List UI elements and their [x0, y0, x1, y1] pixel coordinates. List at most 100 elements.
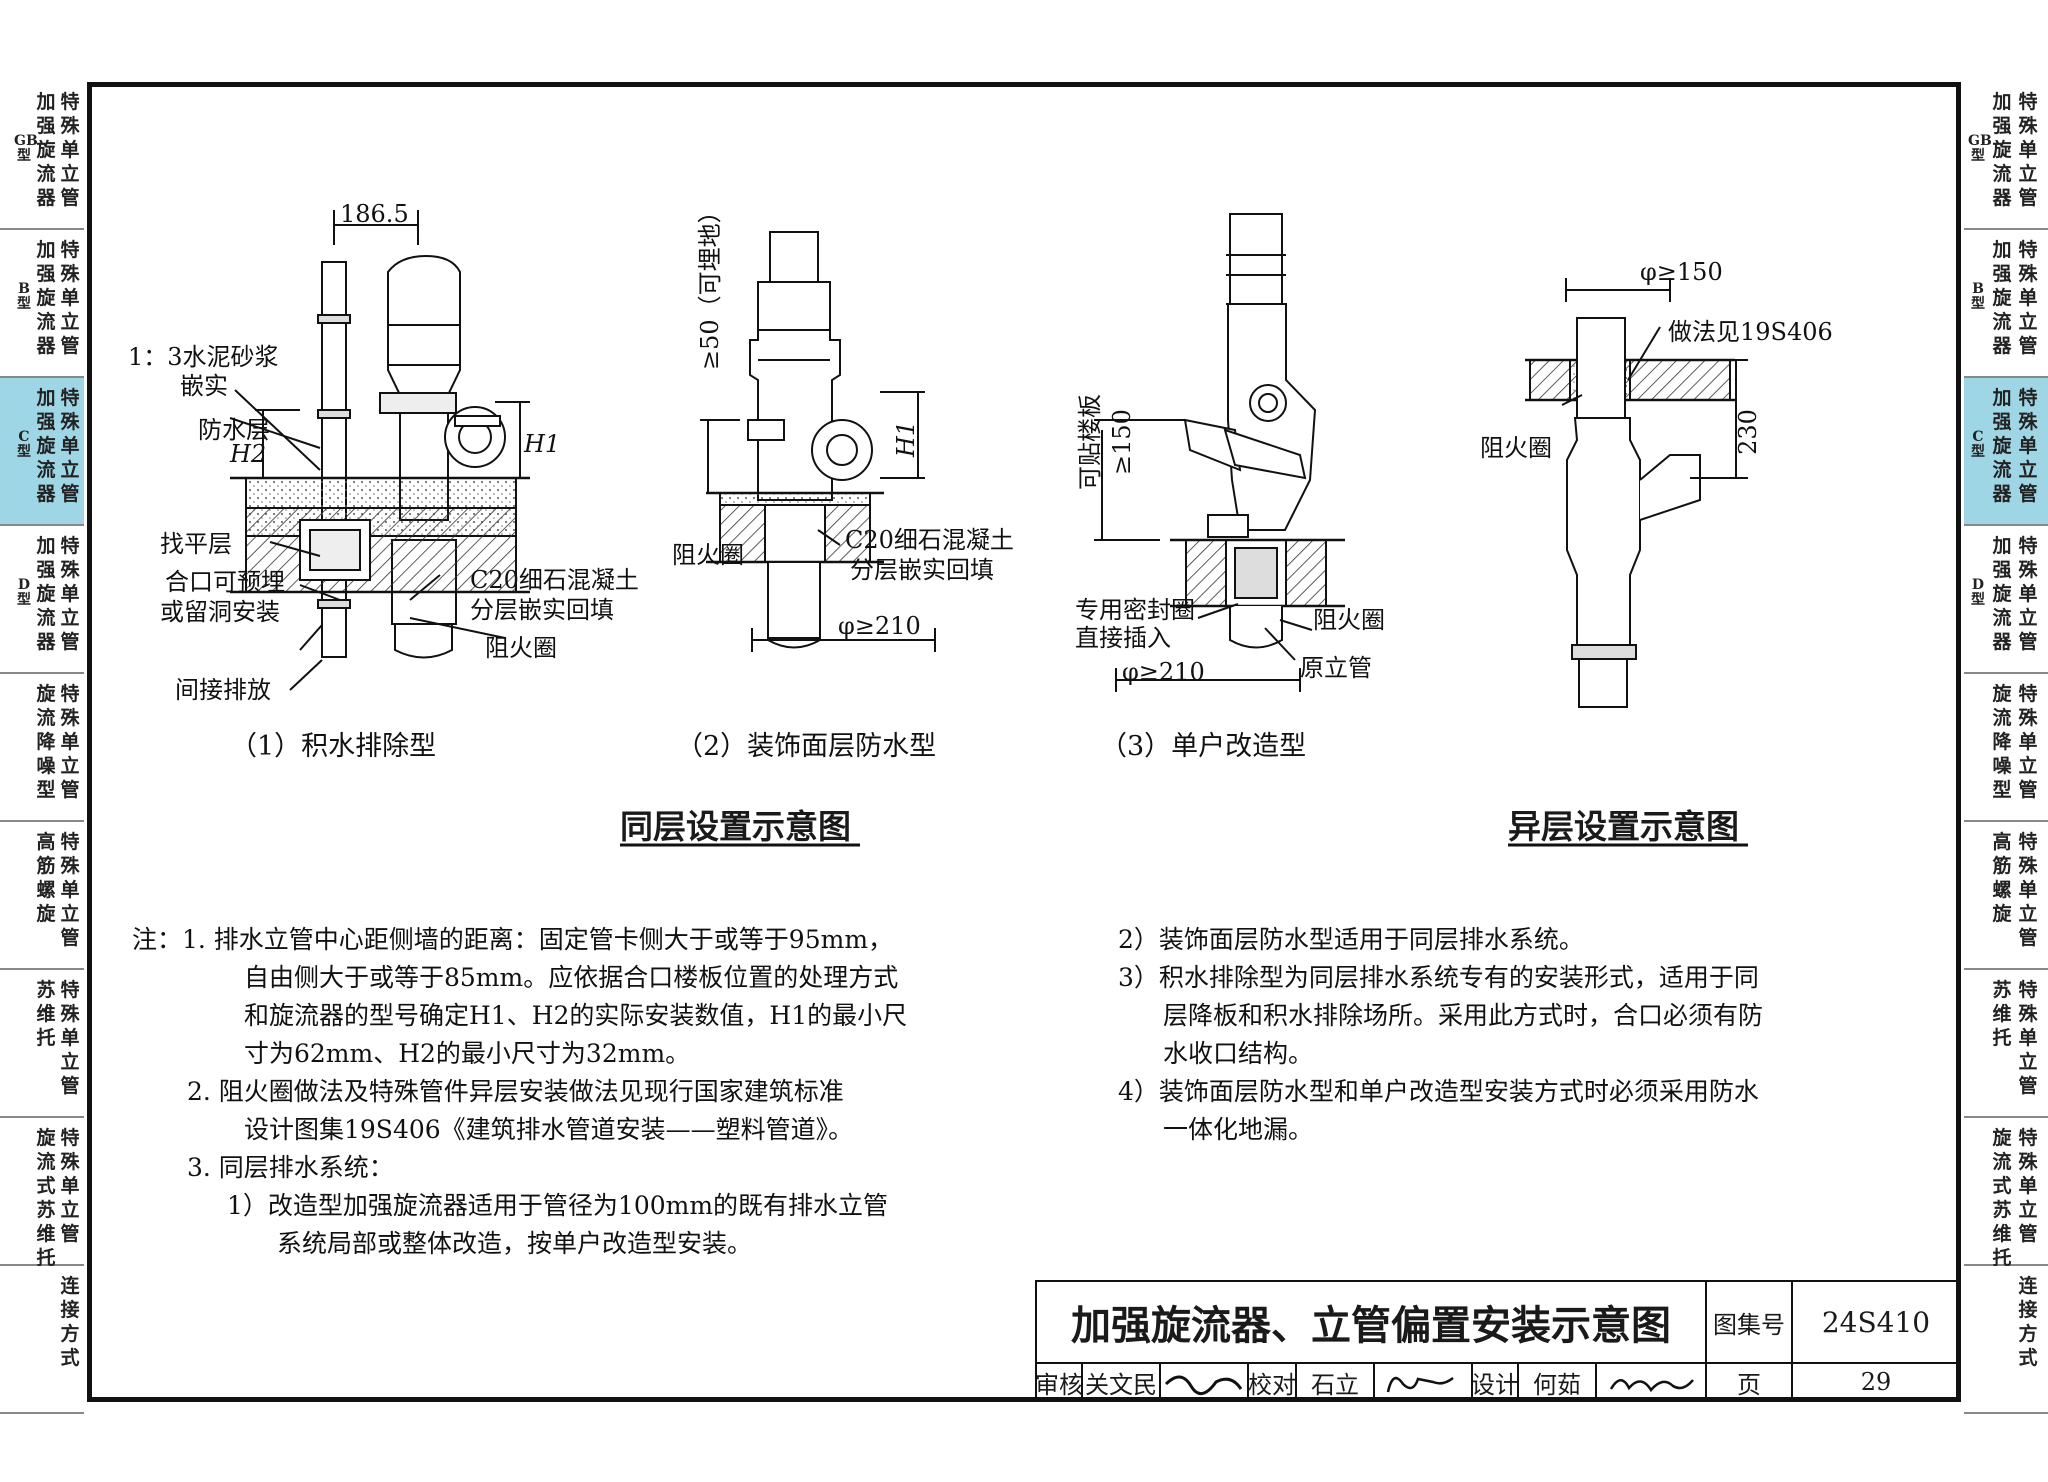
fig2-caption: （2）装饰面层防水型 — [676, 731, 937, 762]
sidebar-tab-text-b: 连接方式 — [60, 1275, 80, 1369]
sidebar-tab-4[interactable]: 旋流降噪型特殊单立管 — [1964, 674, 2048, 822]
sidebar-tab-text-b: 特殊单立管 — [60, 979, 80, 1097]
fig3-label-seal-2: 直接插入 — [1075, 624, 1171, 652]
designer-signature — [1595, 1362, 1707, 1402]
check-label: 校对 — [1247, 1362, 1297, 1402]
fig3-label-slab: 可贴楼板 — [1076, 394, 1104, 490]
sidebar-tab-type: GB型 — [14, 133, 38, 164]
sidebar-tab-text-b: 特殊单立管 — [2018, 979, 2038, 1097]
sidebar-tab-7[interactable]: 旋流式苏维托特殊单立管 — [1964, 1118, 2048, 1269]
checker-signature — [1373, 1362, 1473, 1402]
sidebar-tab-text-a: 加强旋流器 — [36, 387, 56, 505]
note-line: 寸为62mm、H2的最小尺寸为32mm。 — [244, 1039, 691, 1068]
note-line: 4）装饰面层防水型和单户改造型安装方式时必须采用防水 — [1118, 1077, 1759, 1106]
sidebar-tab-text-a: 加强旋流器 — [1992, 535, 2012, 653]
note-line: 自由侧大于或等于85mm。应依据合口楼板位置的处理方式 — [244, 963, 899, 992]
note-line: 2）装饰面层防水型适用于同层排水系统。 — [1118, 925, 1584, 954]
sidebar-tab-0[interactable]: GB型加强旋流器特殊单立管 — [0, 82, 84, 230]
sidebar-tab-text-a: 加强旋流器 — [36, 91, 56, 209]
fig1-dim-top: 186.5 — [340, 200, 409, 228]
fig1-label-preembed-2: 或留洞安装 — [160, 598, 280, 626]
fig1-label-h2: H2 — [230, 440, 267, 468]
sidebar-tab-type: D型 — [17, 577, 31, 608]
sidebar-tab-text-a: 加强旋流器 — [1992, 387, 2012, 505]
sidebar-tab-text-b: 特殊单立管 — [2018, 387, 2038, 505]
note-line: 层降板和积水排除场所。采用此方式时，合口必须有防 — [1163, 1001, 1764, 1030]
fig4-label-dia: φ≥150 — [1640, 258, 1723, 286]
sidebar-tab-6[interactable]: 苏维托特殊单立管 — [0, 970, 84, 1118]
review-label: 审核 — [1035, 1362, 1083, 1402]
sidebar-tab-5[interactable]: 高筋螺旋特殊单立管 — [1964, 822, 2048, 970]
fig3-label-dia: φ≥210 — [1122, 658, 1205, 686]
sidebar-tab-text-b: 特殊单立管 — [2018, 831, 2038, 949]
fig2-label-h1: H1 — [892, 420, 921, 458]
note-line: 设计图集19S406《建筑排水管道安装——塑料管道》。 — [244, 1115, 854, 1144]
sidebar-tab-text-a: 高筋螺旋 — [36, 831, 56, 925]
sidebar-tab-7[interactable]: 旋流式苏维托特殊单立管 — [0, 1118, 84, 1269]
sidebar-tab-8[interactable]: 连接方式 — [0, 1266, 84, 1414]
fig2-label-concrete-2: 分层嵌实回填 — [850, 556, 994, 584]
sidebar-tab-text-b: 连接方式 — [2018, 1275, 2038, 1369]
sidebar-tab-text-a: 旋流式苏维托 — [1992, 1127, 2012, 1269]
sidebar-tab-type: D型 — [1971, 577, 1985, 608]
page-label: 页 — [1705, 1362, 1793, 1402]
note-line: 系统局部或整体改造，按单户改造型安装。 — [277, 1229, 753, 1258]
sidebar-tab-text-b: 特殊单立管 — [60, 831, 80, 949]
note-line: 1）改造型加强旋流器适用于管径为100mm的既有排水立管 — [227, 1191, 889, 1220]
fig3-label-seal-1: 专用密封圈 — [1075, 596, 1195, 624]
sidebar-tab-text-a: 加强旋流器 — [36, 239, 56, 357]
fig1-caption: （1）积水排除型 — [230, 731, 437, 762]
figure4-drawing — [1525, 278, 1748, 708]
sidebar-tab-text-a: 高筋螺旋 — [1992, 831, 2012, 925]
sidebar-tab-text-a: 加强旋流器 — [36, 535, 56, 653]
fig2-label-firering: 阻火圈 — [672, 541, 744, 569]
section-title-diff-floor: 异层设置示意图 — [1508, 807, 1739, 846]
sidebar-tab-5[interactable]: 高筋螺旋特殊单立管 — [0, 822, 84, 970]
figure2-drawing — [700, 231, 936, 652]
fig3-caption: （3）单户改造型 — [1100, 731, 1307, 762]
designer-name: 何茹 — [1517, 1362, 1597, 1402]
fig4-label-230: 230 — [1733, 409, 1762, 455]
fig1-label-mortar-1: 1：3水泥砂浆 — [128, 343, 279, 371]
sidebar-tab-text-a: 苏维托 — [36, 979, 56, 1049]
note-line: 水收口结构。 — [1163, 1039, 1314, 1068]
fig1-label-waterproof: 防水层 — [198, 416, 270, 444]
sidebar-tab-text-a: 旋流式苏维托 — [36, 1127, 56, 1269]
atlas-number: 24S410 — [1791, 1280, 1961, 1364]
sidebar-tab-3[interactable]: D型加强旋流器特殊单立管 — [1964, 526, 2048, 674]
sidebar-tab-1[interactable]: B型加强旋流器特殊单立管 — [1964, 230, 2048, 378]
title-block: 加强旋流器、立管偏置安装示意图 图集号 24S410 审核 关文民 校对 石立 … — [1035, 1280, 1961, 1402]
sidebar-tab-4[interactable]: 旋流降噪型特殊单立管 — [0, 674, 84, 822]
sidebar-tab-text-a: 加强旋流器 — [1992, 91, 2012, 209]
fig1-label-mortar-2: 嵌实 — [180, 372, 228, 400]
sidebar-tab-text-b: 特殊单立管 — [2018, 683, 2038, 801]
sidebar-tab-text-b: 特殊单立管 — [2018, 91, 2038, 209]
fig3-label-150: ≥150 — [1108, 409, 1136, 475]
sidebar-tab-text-b: 特殊单立管 — [2018, 1127, 2038, 1245]
sidebar-tab-text-b: 特殊单立管 — [60, 683, 80, 801]
note-line: 一体化地漏。 — [1163, 1115, 1314, 1144]
sidebar-tab-8[interactable]: 连接方式 — [1964, 1266, 2048, 1414]
sidebar-tab-text-b: 特殊单立管 — [60, 239, 80, 357]
sidebar-tab-2[interactable]: C型加强旋流器特殊单立管 — [0, 378, 84, 526]
sidebar-tab-3[interactable]: D型加强旋流器特殊单立管 — [0, 526, 84, 674]
fig1-label-concrete-2: 分层嵌实回填 — [470, 596, 614, 624]
sidebar-tab-0[interactable]: GB型加强旋流器特殊单立管 — [1964, 82, 2048, 230]
drawing-frame — [87, 82, 1961, 1402]
drawing-title: 加强旋流器、立管偏置安装示意图 — [1035, 1280, 1707, 1364]
sidebar-tab-6[interactable]: 苏维托特殊单立管 — [1964, 970, 2048, 1118]
note-line: 3. 同层排水系统： — [187, 1153, 394, 1182]
sidebar-tab-1[interactable]: B型加强旋流器特殊单立管 — [0, 230, 84, 378]
fig2-label-dia: φ≥210 — [838, 612, 921, 640]
sidebar-tab-text-a: 旋流降噪型 — [36, 683, 56, 801]
note-line: 注：1. 排水立管中心距侧墙的距离：固定管卡侧大于或等于95mm， — [132, 925, 894, 954]
sidebar-tab-type: C型 — [17, 429, 31, 460]
checker-name: 石立 — [1295, 1362, 1375, 1402]
sidebar-tab-2[interactable]: C型加强旋流器特殊单立管 — [1964, 378, 2048, 526]
fig4-label-ref: 做法见19S406 — [1668, 318, 1833, 346]
page-number: 29 — [1791, 1362, 1961, 1402]
fig4-label-firering: 阻火圈 — [1480, 434, 1552, 462]
design-label: 设计 — [1471, 1362, 1519, 1402]
